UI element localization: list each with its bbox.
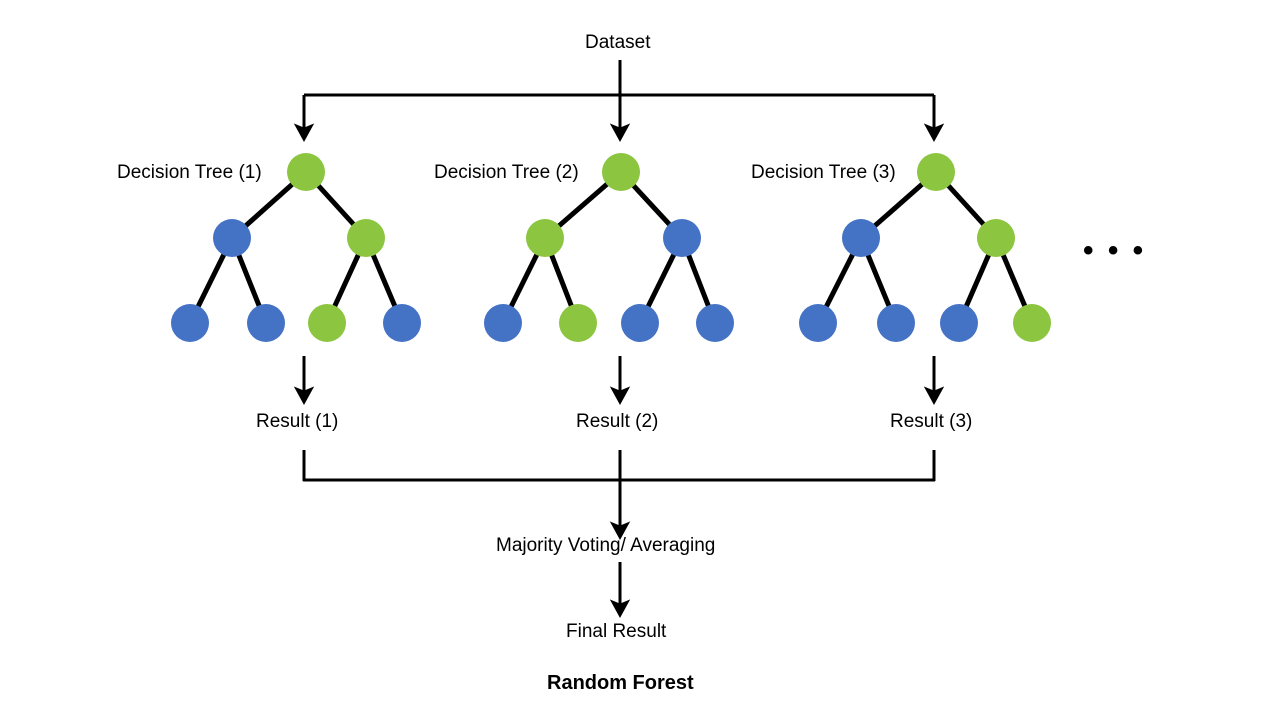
- decision-tree-1: [171, 153, 421, 405]
- more-trees-ellipsis-icon: • • •: [1083, 234, 1147, 267]
- tree-3-leaf-node-1: [799, 304, 837, 342]
- tree-3-leaf-node-3: [940, 304, 978, 342]
- tree-2-leaf-node-3: [621, 304, 659, 342]
- tree-1-leaf-node-4: [383, 304, 421, 342]
- majority-voting-label: Majority Voting/ Averaging: [496, 535, 716, 556]
- tree-1-leaf-node-1: [171, 304, 209, 342]
- decision-tree-1-label: Decision Tree (1): [117, 162, 262, 183]
- tree-2-leaf-node-2: [559, 304, 597, 342]
- result-1-label: Result (1): [256, 411, 339, 432]
- dataset-label: Dataset: [585, 32, 651, 53]
- final-result-label: Final Result: [566, 621, 667, 642]
- tree-1-root-node: [287, 153, 325, 191]
- tree-2-mid-node-1: [526, 219, 564, 257]
- decision-tree-2: [484, 153, 734, 405]
- decision-tree-3: [799, 153, 1051, 405]
- tree-2-mid-node-2: [663, 219, 701, 257]
- tree-1-mid-node-1: [213, 219, 251, 257]
- tree-2-leaf-node-4: [696, 304, 734, 342]
- result-2-label: Result (2): [576, 411, 659, 432]
- tree-3-leaf-node-4: [1013, 304, 1051, 342]
- tree-3-mid-node-1: [842, 219, 880, 257]
- result-3-label: Result (3): [890, 411, 973, 432]
- tree-1-leaf-node-2: [247, 304, 285, 342]
- tree-3-mid-node-2: [977, 219, 1015, 257]
- decision-tree-3-label: Decision Tree (3): [751, 162, 896, 183]
- dataset-distribution-connector: [293, 60, 945, 142]
- tree-2-root-node: [602, 153, 640, 191]
- tree-1-mid-node-2: [347, 219, 385, 257]
- tree-2-leaf-node-1: [484, 304, 522, 342]
- tree-1-leaf-node-3: [308, 304, 346, 342]
- aggregation-connector: [302, 450, 936, 540]
- tree-3-leaf-node-2: [877, 304, 915, 342]
- decision-tree-2-label: Decision Tree (2): [434, 162, 579, 183]
- tree-3-root-node: [917, 153, 955, 191]
- diagram-title: Random Forest: [547, 672, 694, 694]
